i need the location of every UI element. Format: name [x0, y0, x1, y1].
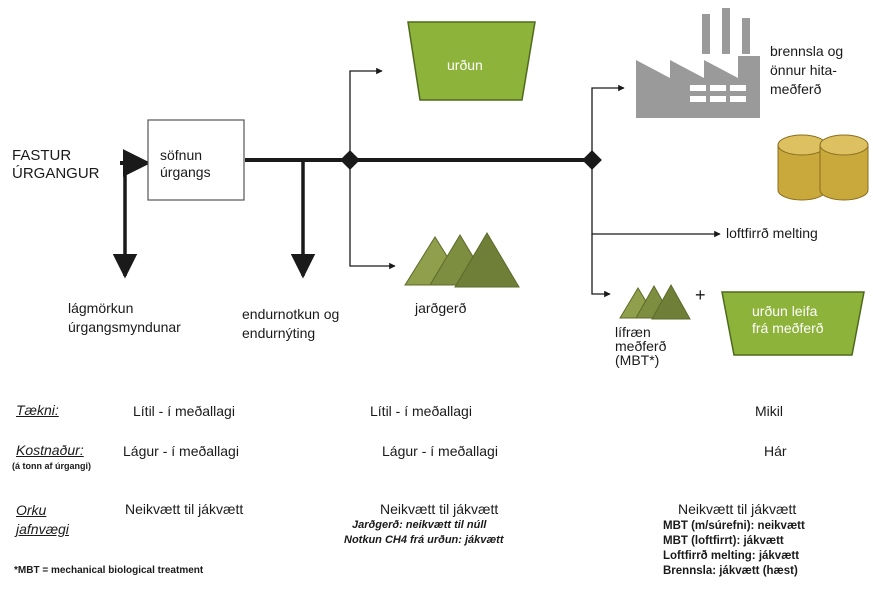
compost-pile-icon [404, 232, 520, 288]
sofnun-label: söfnun úrgangs [160, 147, 211, 180]
energy-note-right-4: Brennsla: jákvætt (hæst) [663, 565, 798, 577]
cell-orku-1: Neikvætt til jákvætt [125, 501, 244, 517]
urdun-label: urðun [447, 57, 483, 73]
cylinder-tank-icon [777, 134, 869, 201]
sofnun-box [147, 119, 245, 201]
cell-taekni-1: Lítil - í meðallagi [133, 403, 235, 419]
plus-sign: + [695, 285, 706, 305]
cell-taekni-2: Lítil - í meðallagi [370, 403, 472, 419]
branch-urdun [349, 67, 383, 160]
lagmorkun-label: lágmörkun úrgangsmyndunar [68, 300, 181, 335]
jardgerd-label: jarðgerð [415, 300, 467, 316]
row-sublabel-kostnadur: (á tonn af úrgangi) [12, 461, 91, 471]
cell-orku-3: Neikvætt til jákvætt [678, 501, 797, 517]
energy-note-right-2: MBT (loftfirrt): jákvætt [663, 535, 784, 547]
residue-landfill-icon [721, 291, 865, 356]
branch-jardgerd [349, 160, 396, 270]
cell-kostnadur-2: Lágur - í meðallagi [382, 443, 498, 459]
cell-orku-2: Neikvætt til jákvætt [380, 501, 499, 517]
factory-icon [636, 8, 760, 118]
cell-kostnadur-3: Hár [764, 443, 787, 459]
lifraen-label: lífræn meðferð (MBT*) [615, 324, 667, 368]
branch-mbt [591, 234, 611, 298]
row-label-orku: Orku jafnvægi [16, 502, 69, 537]
brennsla-label: brennsla og önnur hita- meðferð [770, 43, 844, 97]
fastur-label: FASTUR ÚRGANGUR [12, 147, 100, 182]
energy-note-mid-2: Notkun CH4 frá urðun: jákvætt [344, 534, 504, 546]
row-label-taekni: Tækni: [16, 402, 59, 418]
energy-note-right-1: MBT (m/súrefni): neikvætt [663, 520, 805, 532]
urdun-leifa-label: urðun leifa frá meðferð [752, 303, 824, 336]
energy-note-mid-1: Jarðgerð: neikvætt til núll [352, 519, 487, 531]
cell-kostnadur-1: Lágur - í meðallagi [123, 443, 239, 459]
energy-note-right-3: Loftfirrð melting: jákvætt [663, 550, 800, 562]
row-label-kostnadur: Kostnaður: [16, 442, 84, 458]
branch-brennsla [591, 84, 625, 160]
footnote: *MBT = mechanical biological treatment [14, 565, 204, 576]
endurnotkun-label: endurnotkun og endurnýting [242, 306, 340, 341]
landfill-icon [407, 21, 536, 101]
loftfirrd-label: loftfirrð melting [726, 225, 818, 241]
mbt-pile-icon [619, 283, 691, 320]
branch-loftfirrd [591, 160, 721, 238]
cell-taekni-3: Mikil [755, 403, 783, 419]
